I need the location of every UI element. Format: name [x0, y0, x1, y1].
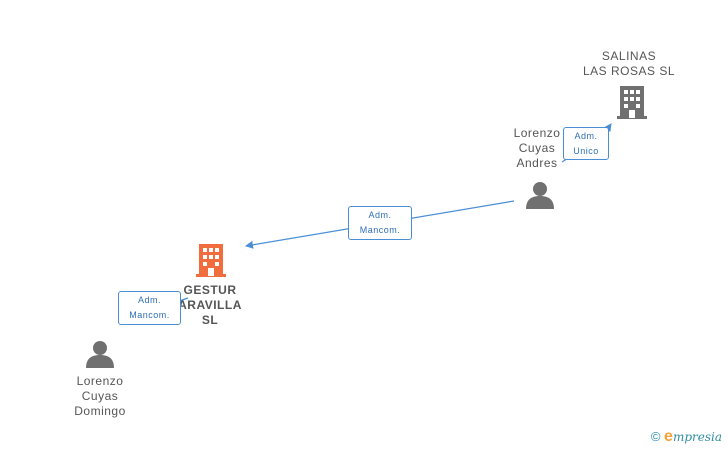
relation-adm-unico[interactable]: Adm. Unico [563, 127, 609, 160]
brand-logo-e: e [664, 428, 673, 445]
gestur-building-icon[interactable] [196, 244, 226, 277]
relation-adm-unico-line2: Unico [573, 146, 599, 156]
relation-adm-mancom-andres[interactable]: Adm. Mancom. [348, 206, 412, 240]
salinas-building-icon[interactable] [617, 86, 647, 119]
relation-adm-mancom-domingo-line2: Mancom. [129, 310, 170, 320]
salinas-label[interactable]: SALINAS LAS ROSAS SL [582, 49, 676, 78]
empresia-brand[interactable]: © empresia [651, 428, 722, 446]
relation-adm-unico-line1: Adm. [574, 131, 598, 141]
relation-adm-mancom-andres-line1: Adm. [368, 210, 392, 220]
brand-name: mpresia [672, 430, 722, 444]
copyright-symbol: © [650, 429, 661, 444]
lorenzo-andres-label[interactable]: Lorenzo Cuyas Andres [513, 126, 561, 170]
relation-adm-mancom-andres-line2: Mancom. [359, 225, 401, 235]
lorenzo-domingo-person-icon[interactable] [86, 341, 114, 368]
lorenzo-domingo-label[interactable]: Lorenzo Cuyas Domingo [74, 374, 126, 418]
relation-adm-mancom-domingo-line1: Adm. [137, 295, 161, 305]
lorenzo-andres-person-icon[interactable] [526, 182, 554, 209]
relation-adm-mancom-domingo[interactable]: Adm. Mancom. [118, 291, 181, 325]
gestur-label[interactable]: GESTUR ARAVILLA SL [178, 283, 242, 327]
